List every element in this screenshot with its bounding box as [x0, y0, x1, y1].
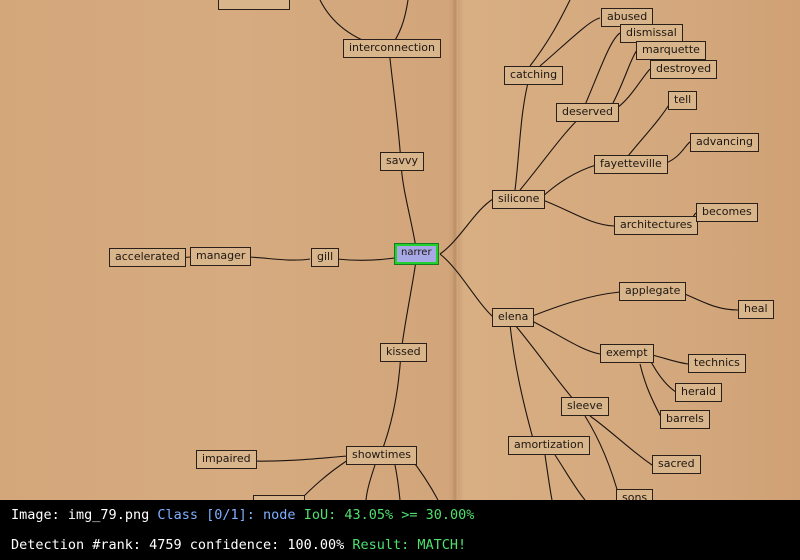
edge	[539, 17, 601, 67]
mindmap-node[interactable]: savvy	[380, 152, 425, 171]
mindmap-node[interactable]: applegate	[619, 282, 687, 301]
edge	[299, 459, 349, 500]
edge	[589, 415, 653, 466]
mindmap-center-node[interactable]: narrer	[394, 243, 439, 265]
edge	[439, 253, 494, 318]
mindmap-node[interactable]: sacred	[652, 455, 701, 474]
edge	[529, 319, 601, 355]
mindmap-node[interactable]: exempt	[600, 344, 654, 363]
mindmap-node[interactable]: manager	[190, 247, 252, 266]
edge	[365, 464, 376, 500]
edge	[509, 324, 536, 447]
mindmap-node[interactable]: kissed	[380, 343, 427, 362]
mindmap-node[interactable]: sleeve	[561, 397, 609, 416]
mindmap-node[interactable]: dismissal	[620, 24, 683, 43]
class-label: Class [0/1]:	[157, 507, 255, 523]
edge	[388, 48, 402, 163]
edge	[248, 455, 349, 462]
mindmap-node[interactable]: gill	[311, 248, 340, 267]
edge	[627, 99, 673, 157]
mindmap-node[interactable]: abused	[601, 8, 654, 27]
image-name: img_79.png	[67, 507, 150, 523]
edge	[514, 74, 531, 191]
edge	[439, 198, 494, 255]
edge	[554, 454, 586, 500]
edge	[539, 164, 597, 200]
mindmap-node[interactable]: catching	[504, 66, 564, 85]
mindmap-node[interactable]: interconnection	[343, 39, 441, 58]
edge	[647, 353, 689, 365]
mindmap-node[interactable]	[253, 495, 305, 500]
mindmap-node[interactable]: elena	[492, 308, 535, 327]
mindmap-node[interactable]: heal	[738, 300, 774, 319]
iou-text: IoU: 43.05% >= 30.00%	[303, 507, 475, 523]
edge	[519, 112, 586, 191]
mindmap-node[interactable]: sons	[616, 489, 654, 500]
mindmap-node[interactable]: technics	[688, 354, 746, 373]
edge	[539, 198, 615, 227]
mindmap-node[interactable]: advancing	[690, 133, 760, 152]
mindmap-node[interactable]: showtimes	[346, 446, 418, 465]
edge	[584, 415, 621, 500]
mindmap-canvas: interconnection savvy accelerated manage…	[0, 0, 800, 500]
mindmap-node[interactable]: herald	[675, 383, 723, 402]
mindmap-node[interactable]: fayetteville	[594, 155, 668, 174]
edge	[394, 464, 401, 500]
mindmap-node[interactable]: deserved	[556, 103, 620, 122]
mindmap-node[interactable]: marquette	[636, 41, 706, 60]
image-label: Image:	[11, 507, 60, 523]
mindmap-node[interactable]: tell	[668, 91, 698, 110]
result-text: Result: MATCH!	[352, 537, 467, 553]
edge	[639, 363, 663, 420]
edge	[379, 352, 402, 457]
edge	[400, 253, 418, 354]
edge	[584, 32, 621, 106]
paper-fold	[452, 0, 458, 500]
status-line-detection: Detection #rank: 4759 confidence: 100.00…	[11, 537, 466, 553]
detection-status-bar: Image: img_79.png Class [0/1]: node IoU:…	[0, 500, 800, 560]
edge	[247, 256, 311, 261]
edge	[679, 291, 739, 311]
mindmap-node[interactable]	[218, 0, 290, 10]
mindmap-node[interactable]: amortization	[508, 436, 590, 455]
edge	[529, 291, 621, 318]
class-name: node	[263, 507, 296, 523]
mindmap-node[interactable]: architectures	[614, 216, 699, 235]
edge	[400, 161, 418, 255]
edge	[544, 454, 553, 500]
edge	[514, 324, 581, 408]
mindmap-node[interactable]: barrels	[660, 410, 710, 429]
edge	[611, 49, 638, 106]
edge	[529, 0, 571, 67]
mindmap-node[interactable]: becomes	[696, 203, 758, 222]
mindmap-node[interactable]: impaired	[196, 450, 257, 469]
mindmap-node[interactable]: accelerated	[109, 248, 186, 267]
status-line-image: Image: img_79.png Class [0/1]: node IoU:…	[11, 507, 474, 523]
mindmap-node[interactable]: silicone	[492, 190, 546, 209]
detection-rank-text: Detection #rank: 4759 confidence: 100.00…	[11, 537, 345, 553]
mindmap-node[interactable]: destroyed	[650, 60, 718, 79]
